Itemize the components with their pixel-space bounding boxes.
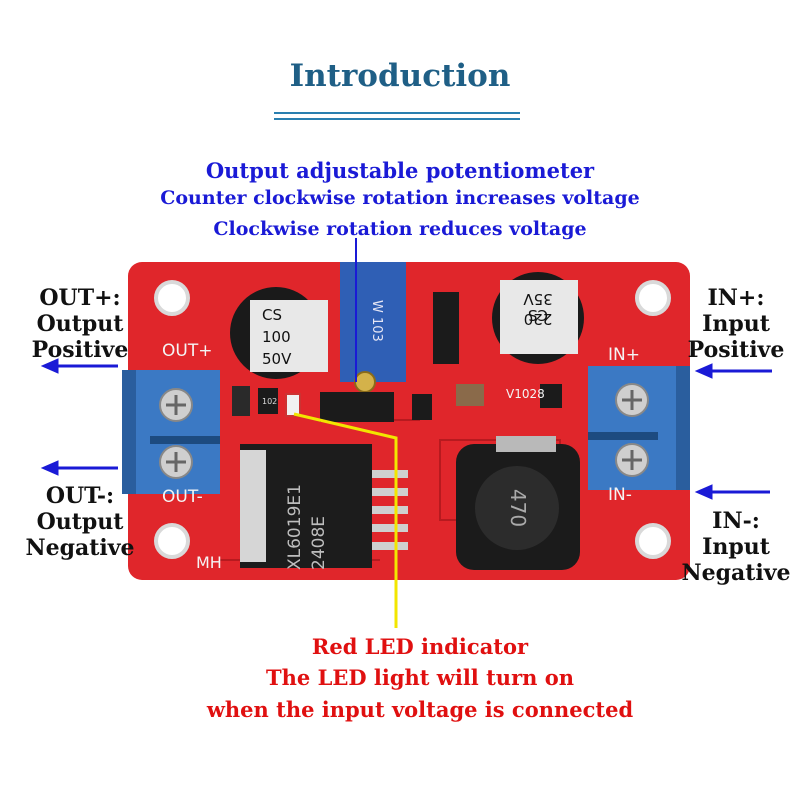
out-minus-line2: Output bbox=[36, 509, 124, 535]
smd-cap-right-2 bbox=[540, 384, 562, 408]
pot-callout-ccw: Counter clockwise rotation increases vol… bbox=[160, 187, 640, 209]
chip-label-l1: XL6019E1 bbox=[285, 484, 305, 570]
led-callout-title: Red LED indicator bbox=[311, 634, 529, 659]
in-plus-line3: Positive bbox=[687, 337, 785, 363]
silk-version: V1028 bbox=[506, 387, 545, 401]
in-plus-arrow-icon bbox=[694, 363, 772, 379]
out-plus-label: OUT+: Output Positive bbox=[22, 285, 138, 363]
output-terminal-block bbox=[122, 370, 220, 494]
out-plus-line2: Output bbox=[36, 311, 124, 337]
silk-out-plus: OUT+ bbox=[162, 341, 212, 361]
smd-cap-right bbox=[456, 384, 484, 406]
smd-resistor-2 bbox=[412, 394, 432, 420]
inductor: 470 bbox=[456, 436, 580, 570]
red-led bbox=[285, 393, 301, 417]
led-callout-line3: when the input voltage is connected bbox=[206, 697, 634, 722]
cap-left-l1: CS bbox=[262, 306, 282, 324]
in-minus-label: IN-: Input Negative bbox=[680, 508, 792, 586]
out-minus-title: OUT-: bbox=[45, 483, 115, 509]
mosfet bbox=[320, 392, 394, 422]
diode bbox=[433, 292, 459, 364]
silk-mh: MH bbox=[196, 553, 222, 572]
title-underline bbox=[274, 112, 520, 114]
title-underline-2 bbox=[274, 118, 520, 120]
cap-right-l3: 35V bbox=[523, 290, 553, 308]
in-minus-title: IN-: bbox=[712, 508, 760, 534]
resistor-code: 102 bbox=[262, 397, 277, 406]
cap-left-l2: 100 bbox=[262, 328, 291, 346]
silk-in-plus: IN+ bbox=[608, 345, 640, 365]
smd-cap-left bbox=[232, 386, 250, 416]
in-plus-line2: Input bbox=[702, 311, 770, 337]
silk-out-minus: OUT- bbox=[162, 487, 203, 507]
out-minus-arrow-icon bbox=[40, 460, 118, 476]
input-terminal-block bbox=[588, 366, 690, 490]
in-minus-arrow-icon bbox=[694, 484, 770, 500]
inductor-label: 470 bbox=[506, 489, 530, 527]
out-plus-line3: Positive bbox=[31, 337, 129, 363]
out-plus-arrow-icon bbox=[40, 358, 118, 374]
cap-right-l2: 220 bbox=[524, 310, 553, 328]
pot-callout-title: Output adjustable potentiometer bbox=[205, 158, 595, 183]
out-minus-line3: Negative bbox=[25, 535, 135, 561]
smd-resistor bbox=[258, 388, 278, 414]
regulator-chip: XL6019E1 2408E bbox=[240, 444, 408, 570]
in-minus-line2: Input bbox=[702, 534, 770, 560]
out-plus-title: OUT+: bbox=[39, 285, 121, 311]
out-minus-label: OUT-: Output Negative bbox=[22, 483, 138, 561]
in-plus-title: IN+: bbox=[707, 285, 765, 311]
led-callout-line2: The LED light will turn on bbox=[266, 665, 574, 690]
capacitor-right: CS 220 35V bbox=[492, 272, 584, 364]
page-title: Introduction bbox=[289, 58, 511, 94]
in-plus-label: IN+: Input Positive bbox=[680, 285, 792, 363]
capacitor-left: CS 100 50V bbox=[230, 287, 328, 379]
chip-label-l2: 2408E bbox=[309, 516, 329, 570]
pot-code-label: W 103 bbox=[369, 300, 384, 342]
mounting-holes bbox=[154, 280, 671, 559]
in-minus-line3: Negative bbox=[681, 560, 791, 586]
silk-in-minus: IN- bbox=[608, 485, 632, 505]
led-leader-line bbox=[293, 412, 398, 628]
pot-callout-cw: Clockwise rotation reduces voltage bbox=[213, 218, 587, 240]
cap-right-l1: CS bbox=[528, 306, 548, 324]
cap-left-l3: 50V bbox=[262, 350, 292, 368]
potentiometer: W 103 bbox=[340, 262, 406, 393]
